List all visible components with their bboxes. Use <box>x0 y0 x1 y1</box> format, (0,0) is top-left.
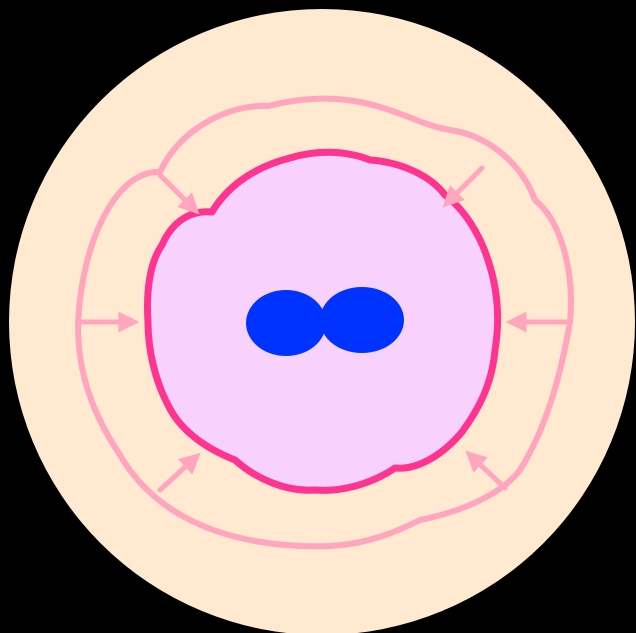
nucleus-left-lobe <box>246 290 326 356</box>
nucleus-right-lobe <box>320 287 404 353</box>
